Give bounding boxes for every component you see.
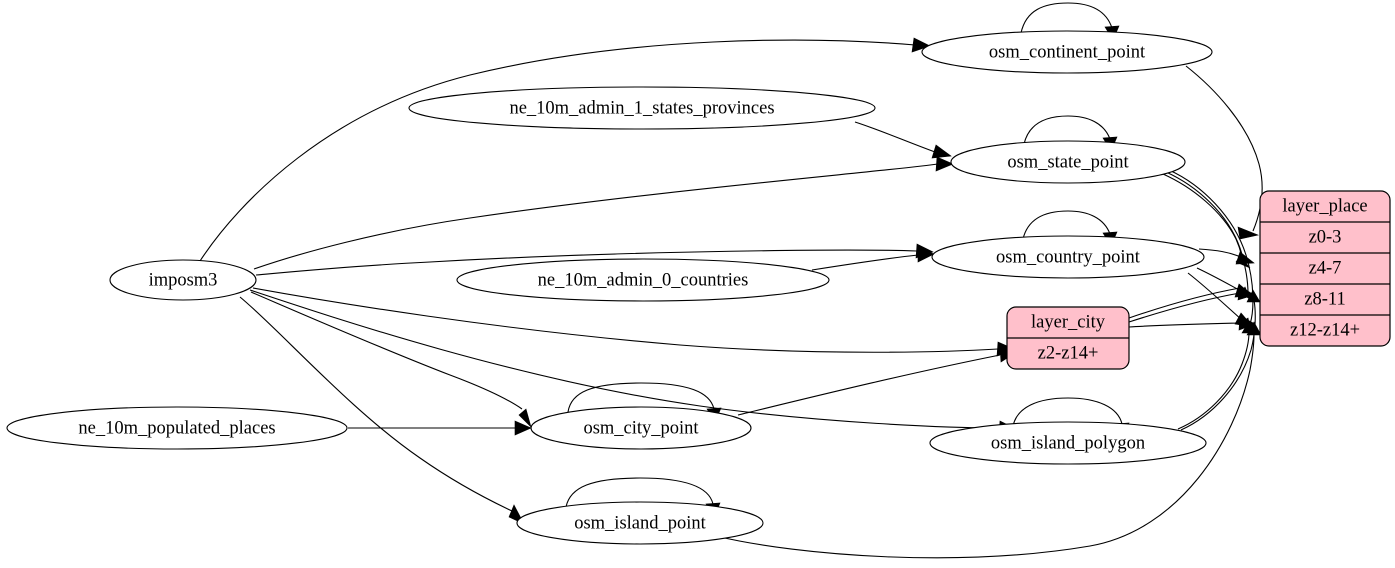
layer-city-title: layer_city [1031, 312, 1106, 332]
node-layer-place[interactable]: layer_place z0-3 z4-7 z8-11 z12-z14+ [1259, 190, 1391, 347]
node-ne-10m-admin-0-countries[interactable]: ne_10m_admin_0_countries [456, 258, 830, 302]
node-label-ne-10m-populated-places: ne_10m_populated_places [78, 418, 275, 438]
edge-imposm3-to-osm-island-point [239, 296, 525, 525]
node-label-osm-continent-point: osm_continent_point [989, 42, 1146, 62]
edge-osm-island-polygon-to-layer-place-z12 [1177, 320, 1257, 430]
edge-osm-island-point-to-layer-place-z12 [715, 321, 1262, 559]
layer-place-title: layer_place [1282, 196, 1367, 216]
node-osm-island-polygon[interactable]: osm_island_polygon [929, 421, 1207, 465]
node-layer: imposm3 ne_10m_admin_1_states_provinces … [6, 30, 1213, 545]
layer-place-row-z12-z14plus[interactable]: z12-z14+ [1290, 320, 1360, 340]
edge-layer-city-to-layer-place-extra [1128, 287, 1241, 319]
node-osm-country-point[interactable]: osm_country_point [931, 235, 1205, 279]
node-label-osm-city-point: osm_city_point [583, 418, 699, 438]
edge-imposm3-to-osm-continent-point [199, 37, 931, 262]
edge-osm-island-polygon-to-layer-place-z8-11 [1180, 289, 1261, 431]
edge-layer-city-to-layer-place-z8-11 [1128, 285, 1255, 323]
layer-place-row-z8-11[interactable]: z8-11 [1304, 289, 1345, 309]
node-ne-10m-populated-places[interactable]: ne_10m_populated_places [6, 406, 348, 450]
edge-osm-country-point-to-layer-place-z4-7 [1198, 248, 1255, 265]
node-label-ne-10m-admin-0-countries: ne_10m_admin_0_countries [538, 270, 749, 290]
edge-imposm3-to-osm-city-point [250, 291, 532, 429]
node-osm-state-point[interactable]: osm_state_point [950, 140, 1186, 184]
edge-osm-city-point-to-layer-city [737, 347, 1016, 416]
node-ne-10m-admin-1-states-provinces[interactable]: ne_10m_admin_1_states_provinces [408, 86, 876, 130]
node-label-osm-island-point: osm_island_point [574, 513, 706, 533]
edge-ne-admin0-to-osm-country-point [811, 247, 935, 271]
node-label-imposm3: imposm3 [149, 270, 218, 290]
node-osm-continent-point[interactable]: osm_continent_point [921, 30, 1213, 74]
node-label-osm-state-point: osm_state_point [1007, 152, 1129, 172]
record-node-layer: layer_place z0-3 z4-7 z8-11 z12-z14+ lay… [1006, 190, 1391, 370]
edge-imposm3-to-osm-state-point [253, 156, 954, 270]
node-imposm3[interactable]: imposm3 [109, 259, 257, 301]
node-osm-city-point[interactable]: osm_city_point [530, 406, 752, 450]
layer-place-row-z4-7[interactable]: z4-7 [1309, 258, 1342, 278]
node-label-ne-10m-admin-1-states-provinces: ne_10m_admin_1_states_provinces [509, 98, 774, 118]
node-label-osm-country-point: osm_country_point [996, 247, 1141, 267]
edge-osm-continent-point-to-layer-place-z0-3 [1185, 65, 1263, 240]
edge-ne-admin1-to-osm-state-point [854, 121, 952, 159]
node-label-osm-island-polygon: osm_island_polygon [991, 433, 1145, 453]
layer-city-row-z2-z14plus[interactable]: z2-z14+ [1038, 343, 1099, 363]
edge-layer-city-to-layer-place-z12 [1128, 315, 1256, 331]
node-layer-city[interactable]: layer_city z2-z14+ [1006, 306, 1130, 370]
layer-place-row-z0-3[interactable]: z0-3 [1309, 227, 1342, 247]
node-osm-island-point[interactable]: osm_island_point [516, 501, 764, 545]
edge-ne-populated-to-osm-city-point [348, 420, 532, 436]
